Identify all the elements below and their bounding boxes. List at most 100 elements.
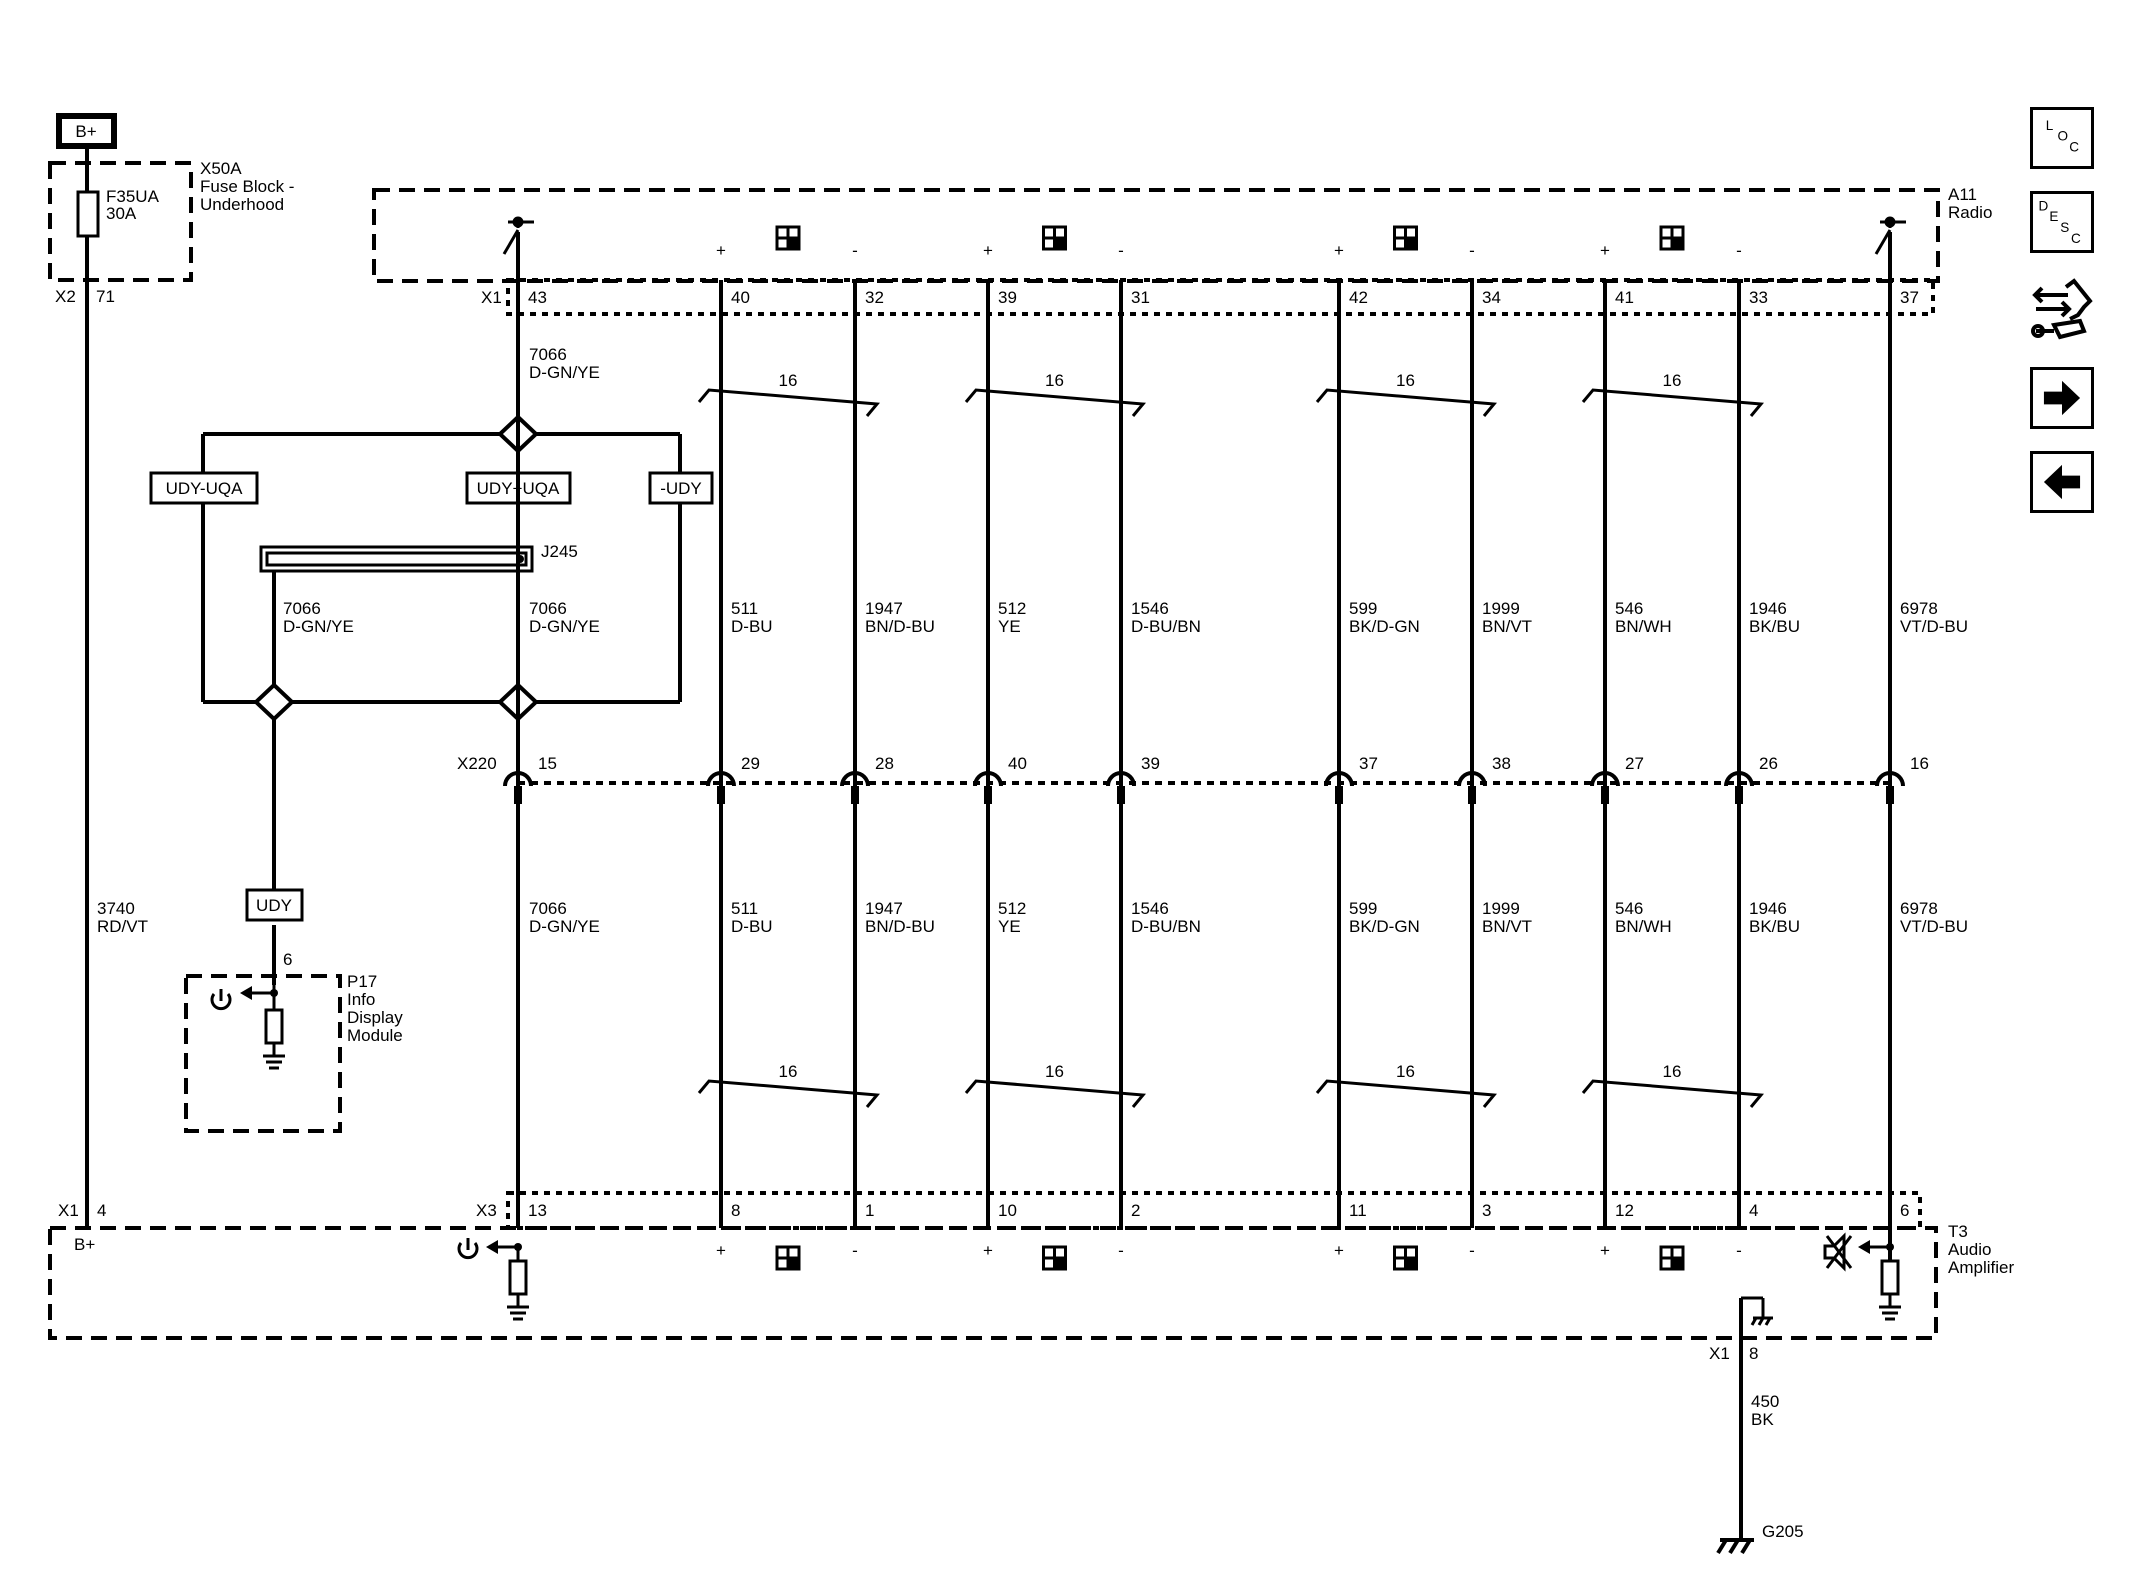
- wire-circuit-upper: 6978: [1900, 599, 1938, 618]
- next-page-button[interactable]: [2030, 367, 2094, 429]
- wire-color-lower: D-BU/BN: [1131, 917, 1201, 936]
- speaker-output-icon: [1659, 225, 1685, 251]
- desc-letter-d: D: [2039, 198, 2049, 213]
- wire-circuit-lower: 1546: [1131, 899, 1169, 918]
- amplifier-connector: X3: [476, 1201, 497, 1220]
- radio-connector: X1: [481, 288, 502, 307]
- wire-color-lower: BK/D-GN: [1349, 917, 1420, 936]
- twist-marker: [964, 1079, 1146, 1108]
- male-terminal: [984, 786, 992, 804]
- male-terminal: [1735, 786, 1743, 804]
- wire-circuit-lower: 6978: [1900, 899, 1938, 918]
- radio-desc: Radio: [1948, 203, 1992, 222]
- plus-sign: +: [716, 1241, 726, 1260]
- info-display-desc-3: Module: [347, 1026, 403, 1045]
- wire-circuit-lower: 1947: [865, 899, 903, 918]
- arrow-right-icon: [2043, 380, 2081, 416]
- wire-color-upper: BN/VT: [1482, 617, 1532, 636]
- female-terminal: [503, 771, 533, 787]
- wire-circuit-upper: 546: [1615, 599, 1643, 618]
- twist-value: 16: [1663, 1062, 1682, 1081]
- enable-wire-color-left: D-GN/YE: [283, 617, 354, 636]
- male-terminal: [851, 786, 859, 804]
- twist-value: 16: [1396, 1062, 1415, 1081]
- wire-color-lower: BN/D-BU: [865, 917, 935, 936]
- amplifier-connector-shell: [506, 1191, 1922, 1230]
- x220-pin-28: 28: [875, 754, 894, 773]
- loc-letter-o: O: [2057, 129, 2068, 144]
- desc-letter-e: E: [2049, 209, 2058, 224]
- minus-sign: -: [1118, 241, 1124, 260]
- radio-pin-34: 34: [1482, 288, 1501, 307]
- radio-connector-shell: [506, 278, 1935, 316]
- amplifier-bplus-pin: 4: [97, 1201, 106, 1220]
- info-display-input-circuit: [248, 985, 285, 1070]
- radio-name: A11: [1948, 185, 1977, 204]
- twist-value: 16: [779, 1062, 798, 1081]
- x220-pin-27: 27: [1625, 754, 1644, 773]
- female-terminal: [973, 771, 1003, 787]
- component-service-icon[interactable]: [2030, 275, 2094, 347]
- wire-color-upper: BN/D-BU: [865, 617, 935, 636]
- splice-name: J245: [541, 542, 578, 561]
- wire-color-lower: BN/WH: [1615, 917, 1672, 936]
- ground-wire-color: BK: [1751, 1410, 1774, 1429]
- power-mode-icon: [210, 989, 232, 1011]
- amplifier-desc-2: Amplifier: [1948, 1258, 2014, 1277]
- amplifier-pin-8: 8: [731, 1201, 740, 1220]
- wire-color-upper: VT/D-BU: [1900, 617, 1968, 636]
- plus-sign: +: [1334, 1241, 1344, 1260]
- x220-pin-40: 40: [1008, 754, 1027, 773]
- speaker-output-icon: [1393, 225, 1418, 251]
- male-terminal: [514, 786, 522, 804]
- female-terminal: [1590, 771, 1620, 787]
- option-box-left: UDY-UQA: [149, 471, 259, 505]
- fuse-block-name: X50A: [200, 159, 242, 178]
- speaker-output-icon: [775, 225, 801, 251]
- enable-wire-color-top: D-GN/YE: [529, 363, 600, 382]
- female-terminal: [840, 771, 870, 787]
- speaker-output-icon: [1393, 1245, 1418, 1271]
- previous-page-button[interactable]: [2030, 451, 2094, 513]
- male-terminal: [1886, 786, 1894, 804]
- wire-circuit-lower: 1999: [1482, 899, 1520, 918]
- amplifier-name: T3: [1948, 1222, 1968, 1241]
- minus-sign: -: [1736, 241, 1742, 260]
- fuse-block-pin: 71: [96, 287, 115, 306]
- desc-letter-s: S: [2060, 220, 2069, 235]
- wire-color-lower: D-BU: [731, 917, 773, 936]
- enable-wire-circuit-low: 7066: [529, 899, 567, 918]
- wire-layer: [516, 232, 1892, 1261]
- radio-pin-33: 33: [1749, 288, 1768, 307]
- x220-pin-26: 26: [1759, 754, 1778, 773]
- enable-wire-circuit-left: 7066: [283, 599, 321, 618]
- enable-wire-color-mid: D-GN/YE: [529, 617, 600, 636]
- amplifier-pin-6: 6: [1900, 1201, 1909, 1220]
- radio-pin-41: 41: [1615, 288, 1634, 307]
- amplifier-pin-13: 13: [528, 1201, 547, 1220]
- wire-circuit-upper: 599: [1349, 599, 1377, 618]
- minus-sign: -: [852, 241, 858, 260]
- amplifier-pin-11: 11: [1349, 1201, 1367, 1220]
- fuse-rating: 30A: [106, 204, 137, 223]
- option-udy-label: UDY: [256, 896, 292, 915]
- wire-color-upper: BK/D-GN: [1349, 617, 1420, 636]
- location-button[interactable]: L O C: [2030, 107, 2094, 169]
- loc-letter-l: L: [2046, 118, 2054, 133]
- power-wire-circuit: 3740: [97, 899, 135, 918]
- radio-pin-31: 31: [1131, 288, 1150, 307]
- speaker-output-icon: [1042, 1245, 1067, 1271]
- wire-color-upper: BN/WH: [1615, 617, 1672, 636]
- wire-color-lower: BN/VT: [1482, 917, 1532, 936]
- description-button[interactable]: D E S C: [2030, 191, 2094, 253]
- twist-value: 16: [1045, 1062, 1064, 1081]
- female-terminal: [706, 771, 736, 787]
- chassis-ground-icon: [1741, 1296, 1773, 1326]
- twist-marker: [964, 388, 1146, 417]
- amplifier-pin-4: 4: [1749, 1201, 1758, 1220]
